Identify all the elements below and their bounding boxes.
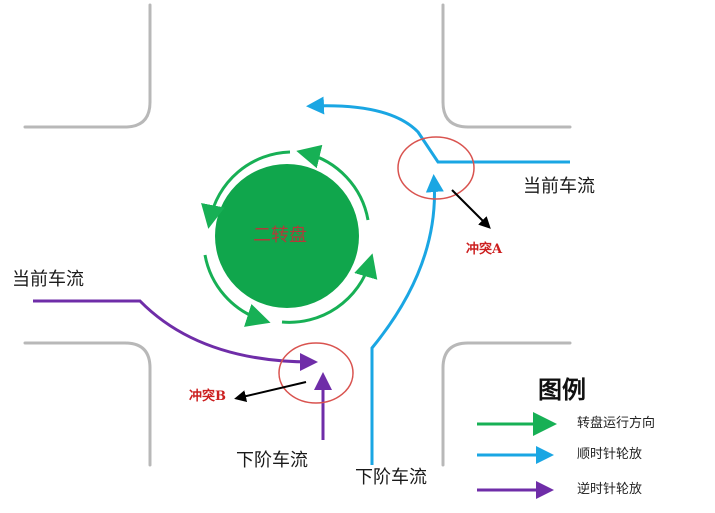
road-edges xyxy=(23,3,572,467)
blue-flow-top-right xyxy=(306,96,570,164)
roundabout-label: 二转盘 xyxy=(253,225,307,246)
roundabout-direction-arrows xyxy=(201,144,378,327)
conflict-zone-b xyxy=(278,342,354,404)
conflict-a-label: 冲突A xyxy=(466,242,503,257)
ring-arrow-top xyxy=(201,150,291,229)
flow-label-left: 当前车流 xyxy=(12,269,84,290)
counterclockwise-flows xyxy=(33,299,332,440)
conflict-b-pointer xyxy=(234,381,307,403)
legend-item-clockwise: 顺时针轮放 xyxy=(577,447,643,462)
legend-swatches xyxy=(477,412,557,499)
blue-flow-bottom xyxy=(370,174,444,465)
purple-flow-left xyxy=(33,299,318,371)
legend-title: 图例 xyxy=(538,376,586,404)
flow-label-bottom-left: 下阶车流 xyxy=(236,450,308,471)
conflict-zone-a xyxy=(397,136,475,200)
ring-arrow-left xyxy=(203,254,271,327)
road-edge-bottom-right xyxy=(441,341,572,467)
ring-arrow-right xyxy=(296,144,370,221)
legend-item-roundabout: 转盘运行方向 xyxy=(577,416,656,431)
legend-item-counterclockwise: 逆时针轮放 xyxy=(577,482,643,497)
road-edge-top-left xyxy=(23,3,152,129)
conflict-a-pointer xyxy=(451,189,491,229)
flow-label-bottom-center: 下阶车流 xyxy=(355,467,427,488)
roundabout-island xyxy=(215,164,359,308)
road-edge-bottom-left xyxy=(23,341,152,467)
ring-arrow-bottom xyxy=(281,253,378,324)
flow-label-top-right: 当前车流 xyxy=(523,176,595,197)
road-edge-top-right xyxy=(441,3,572,129)
clockwise-flows xyxy=(306,96,570,465)
conflict-b-label: 冲突B xyxy=(189,389,226,404)
